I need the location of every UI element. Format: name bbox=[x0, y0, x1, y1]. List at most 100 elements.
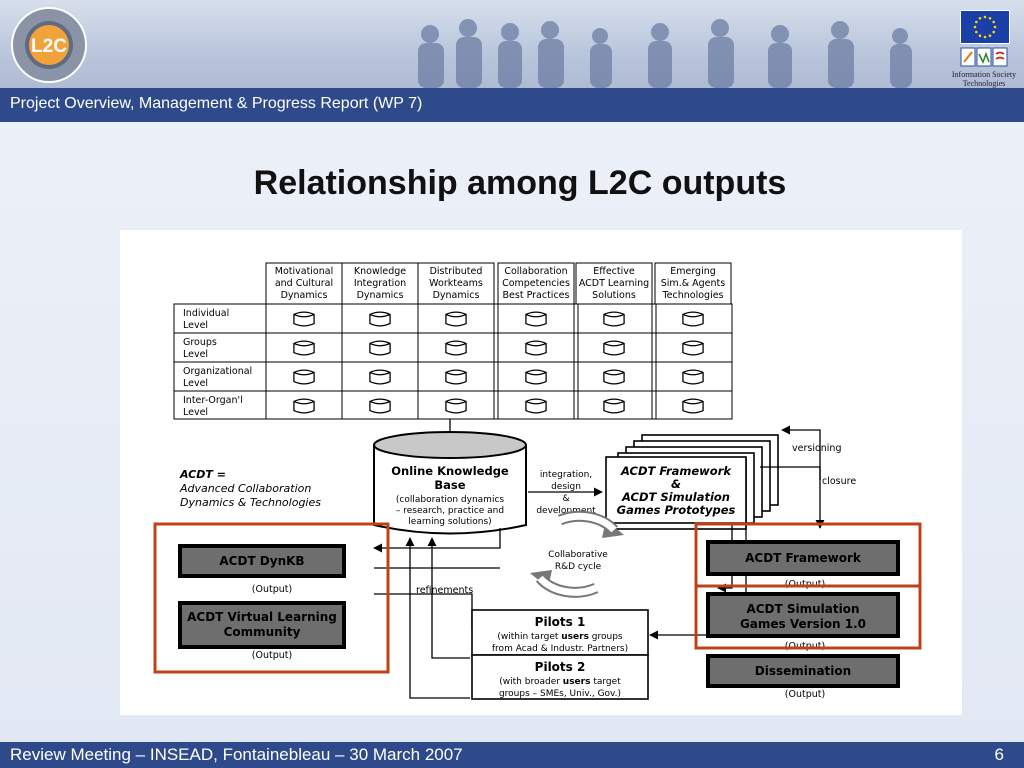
slide-title: Relationship among L2C outputs bbox=[253, 164, 787, 202]
header-banner: L2C Information Society bbox=[0, 0, 1024, 88]
database-icon-r3-c3 bbox=[445, 369, 467, 385]
l2c-logo: L2C bbox=[11, 7, 87, 83]
section-title: Project Overview, Management & Progress … bbox=[10, 95, 423, 112]
database-icon-r1-c4 bbox=[525, 311, 547, 327]
refinements-label: refinements bbox=[416, 585, 473, 596]
col-header-distributed-l1: Distributed bbox=[430, 266, 483, 277]
integration-label-l1: integration, bbox=[540, 470, 592, 480]
pilots-boxes bbox=[471, 609, 649, 700]
outputs-diagram: Motivational and Cultural Dynamics Knowl… bbox=[153, 262, 922, 700]
out-sim-l1: ACDT Simulation bbox=[746, 602, 859, 616]
matrix-column-headers bbox=[265, 262, 732, 306]
database-icon-r4-c1 bbox=[293, 398, 315, 414]
out-vlc-l1: ACDT Virtual Learning bbox=[187, 610, 337, 624]
integration-label-l3: & bbox=[562, 494, 569, 504]
output-dissemination bbox=[706, 654, 900, 688]
out-vlc-output: (Output) bbox=[252, 650, 292, 661]
kb-title-l1: Online Knowledge bbox=[391, 464, 509, 478]
kb-title-l2: Base bbox=[434, 478, 465, 492]
out-framework-label: ACDT Framework bbox=[745, 551, 862, 565]
pilots1-title: Pilots 1 bbox=[535, 615, 586, 629]
database-icon-r2-c3 bbox=[445, 340, 467, 356]
output-acdt-framework bbox=[706, 540, 900, 576]
kb-sub-l1: (collaboration dynamics bbox=[396, 495, 504, 505]
database-icon-r1-c3 bbox=[445, 311, 467, 327]
is-logo-caption: Information Society Technologies bbox=[951, 70, 1017, 88]
page-number: 6 bbox=[994, 745, 1004, 764]
row-label-individual-l1: Individual bbox=[183, 308, 229, 319]
col-header-effective-l2: ACDT Learning bbox=[579, 278, 649, 289]
kb-sub-l3: learning solutions) bbox=[408, 517, 491, 527]
pilots2-title: Pilots 2 bbox=[535, 660, 586, 674]
closure-label: closure bbox=[822, 476, 856, 487]
diagram-panel: Motivational and Cultural Dynamics Knowl… bbox=[120, 230, 962, 715]
footer-bar: Review Meeting – INSEAD, Fontainebleau –… bbox=[0, 742, 1024, 768]
cycle-label-l1: Collaborative bbox=[548, 550, 608, 560]
col-header-collaboration-l1: Collaboration bbox=[504, 266, 567, 277]
framework-stack-l1: ACDT Framework bbox=[620, 464, 732, 478]
row-label-organizational-l2: Level bbox=[183, 378, 208, 389]
col-header-motivational-l2: and Cultural bbox=[275, 278, 333, 289]
database-icon-r3-c1 bbox=[293, 369, 315, 385]
database-icon-r1-c5 bbox=[603, 311, 625, 327]
pilots1-text-a: (within target bbox=[497, 632, 561, 642]
pilots1-text-l2: from Acad & Industr. Partners) bbox=[492, 644, 628, 654]
eu-flag-icon bbox=[960, 10, 1010, 44]
output-acdt-simulation bbox=[706, 592, 900, 638]
title-bar: Project Overview, Management & Progress … bbox=[0, 88, 1024, 122]
col-header-emerging-l3: Technologies bbox=[661, 290, 723, 301]
database-icon-r4-c5 bbox=[603, 398, 625, 414]
people-silhouettes-image bbox=[418, 19, 912, 88]
out-dynkb-output: (Output) bbox=[252, 584, 292, 595]
col-header-effective-l1: Effective bbox=[593, 266, 635, 277]
pilots1-text-b: users bbox=[561, 632, 589, 642]
acdt-def-l1: ACDT = bbox=[179, 468, 226, 481]
row-label-groups-l1: Groups bbox=[183, 337, 217, 348]
svg-text:(with broader users target: (with broader users target bbox=[499, 677, 621, 687]
col-header-motivational-l1: Motivational bbox=[275, 266, 333, 277]
integration-label-l2: design bbox=[551, 482, 581, 492]
out-sim-l2: Games Version 1.0 bbox=[740, 617, 866, 631]
pilots2-text-c: target bbox=[590, 677, 621, 687]
output-acdt-dynkb bbox=[178, 544, 346, 578]
pilots2-text-b: users bbox=[563, 677, 591, 687]
pilots1-text-c: groups bbox=[589, 632, 623, 642]
col-header-distributed-l2: Workteams bbox=[429, 278, 483, 289]
col-header-knowledge-l1: Knowledge bbox=[354, 266, 406, 277]
col-header-collaboration-l2: Competencies bbox=[502, 278, 570, 289]
logo-text: L2C bbox=[31, 36, 67, 57]
database-icon-r2-c6 bbox=[682, 340, 704, 356]
footer-meeting-info: Review Meeting – INSEAD, Fontainebleau –… bbox=[10, 745, 463, 764]
out-dissemination-label: Dissemination bbox=[755, 664, 851, 678]
out-dissemination-output: (Output) bbox=[785, 689, 825, 700]
database-icon-r2-c4 bbox=[525, 340, 547, 356]
acdt-def-l3: Dynamics & Technologies bbox=[180, 496, 321, 509]
database-icon-r3-c4 bbox=[525, 369, 547, 385]
database-icon-r3-c5 bbox=[603, 369, 625, 385]
row-label-groups-l2: Level bbox=[183, 349, 208, 360]
information-society-logo-icon bbox=[960, 47, 1008, 67]
svg-text:(within target users groups: (within target users groups bbox=[497, 632, 623, 642]
col-header-emerging-l2: Sim.& Agents bbox=[661, 278, 725, 289]
row-label-inter-organ-l2: Level bbox=[183, 407, 208, 418]
integration-label-l4: development bbox=[536, 506, 596, 516]
col-header-knowledge-l2: Integration bbox=[354, 278, 406, 289]
col-header-effective-l3: Solutions bbox=[592, 290, 636, 301]
pilots2-text-a: (with broader bbox=[499, 677, 563, 687]
col-header-collaboration-l3: Best Practices bbox=[503, 290, 570, 301]
database-icon-r4-c6 bbox=[682, 398, 704, 414]
output-acdt-vlc bbox=[178, 601, 346, 649]
framework-stack-l3: ACDT Simulation bbox=[621, 490, 730, 504]
row-label-organizational-l1: Organizational bbox=[183, 366, 252, 377]
database-icon-r1-c2 bbox=[369, 311, 391, 327]
online-knowledge-base-cylinder bbox=[373, 431, 527, 535]
database-icon-r1-c1 bbox=[293, 311, 315, 327]
col-header-knowledge-l3: Dynamics bbox=[357, 290, 404, 301]
database-icon-r2-c2 bbox=[369, 340, 391, 356]
out-vlc-l2: Community bbox=[224, 625, 301, 639]
database-icon-r4-c2 bbox=[369, 398, 391, 414]
collaborative-cycle-arrows bbox=[530, 510, 624, 598]
database-icon-r4-c4 bbox=[525, 398, 547, 414]
cycle-label-l2: R&D cycle bbox=[555, 562, 602, 572]
pilots2-text-l2: groups – SMEs, Univ., Gov.) bbox=[499, 689, 621, 699]
